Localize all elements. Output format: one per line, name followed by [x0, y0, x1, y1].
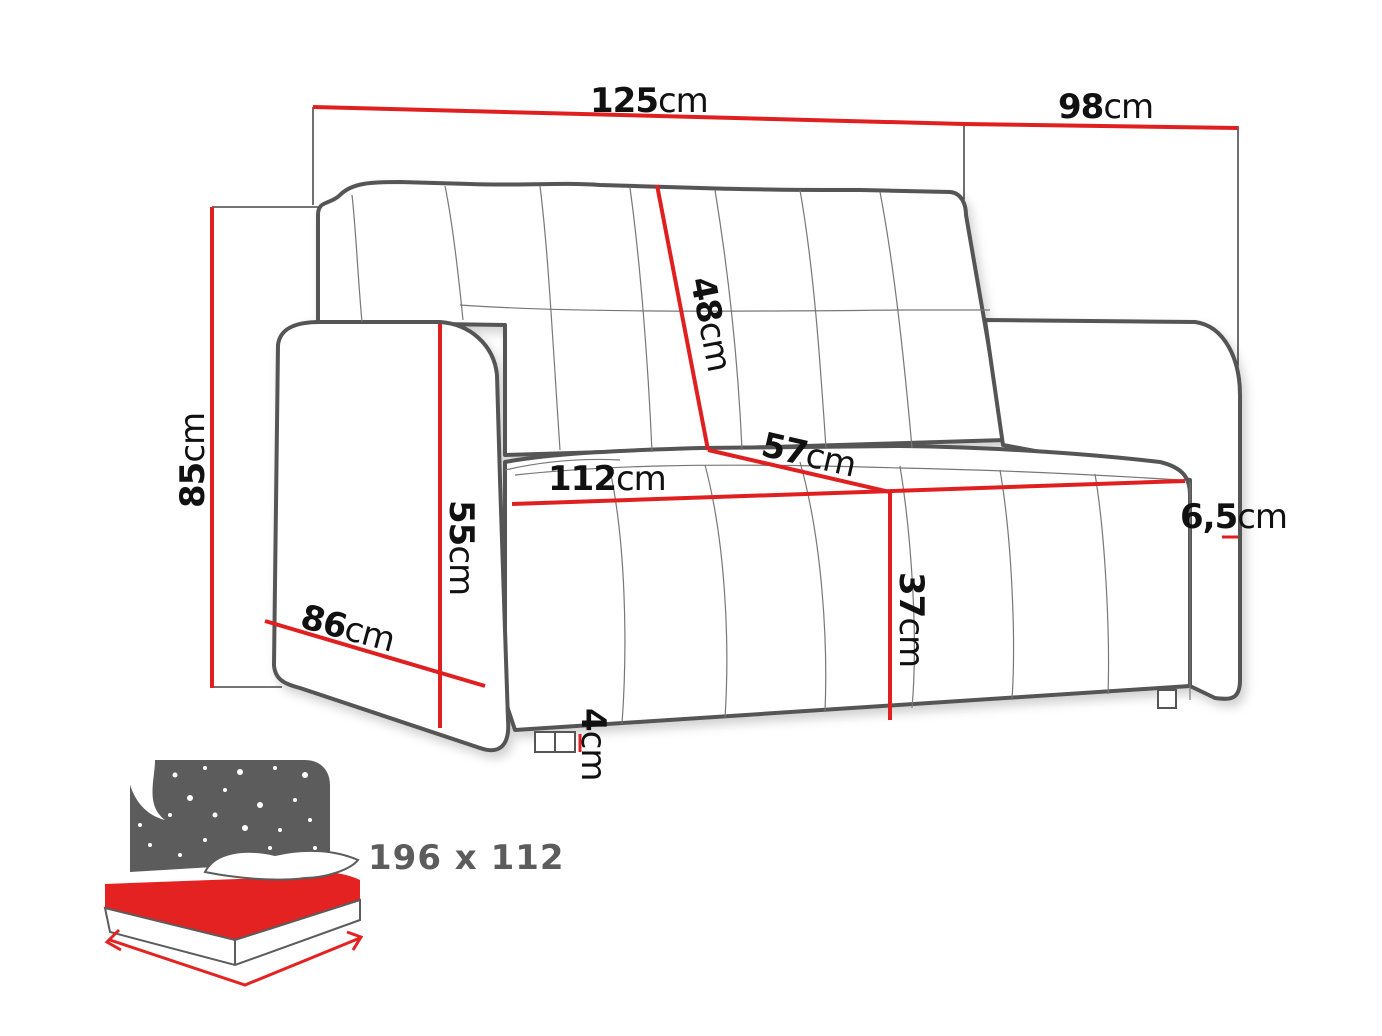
dim-total-depth: 98cm — [1058, 87, 1154, 127]
dim-leg-height: 4cm — [573, 708, 613, 781]
dimension-lines — [210, 105, 1239, 752]
dim-armrest-width: 6,5cm — [1180, 497, 1288, 537]
bed-night-stars-icon — [103, 760, 364, 987]
dim-total-width: 125cm — [590, 81, 709, 121]
dim-total-height: 85cm — [173, 412, 213, 508]
dim-seat-height: 37cm — [891, 572, 931, 668]
sleeping-area-size: 196 x 112 — [368, 838, 565, 878]
sofa-outline — [272, 180, 1242, 753]
seat-stitching — [504, 458, 1191, 725]
dim-armrest-height: 55cm — [441, 500, 481, 596]
backrest-stitching — [351, 185, 990, 453]
sofa-legs — [534, 689, 1177, 753]
dim-seat-width: 112cm — [548, 459, 667, 499]
